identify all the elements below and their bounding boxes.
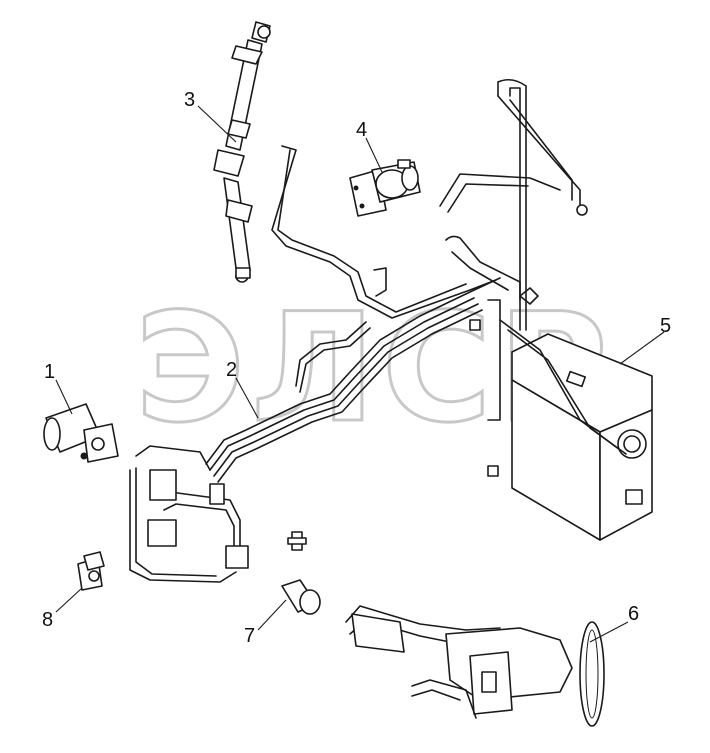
leader-5	[619, 331, 665, 365]
callout-7: 7	[244, 625, 255, 647]
callout-1: 1	[44, 361, 55, 383]
callout-8: 8	[42, 609, 53, 631]
part-2-pipeline-bundle	[129, 145, 501, 583]
callout-5: 5	[660, 315, 671, 337]
callout-leaders	[55, 105, 665, 643]
leader-7	[257, 599, 287, 631]
part-4-hydraulic-pump	[349, 159, 421, 217]
leader-4	[365, 137, 383, 173]
part-5-oil-tank	[439, 78, 653, 541]
part-3-hydraulic-cylinder	[213, 21, 271, 283]
callout-labels: 1 2 3 4 5 6 7 8	[42, 89, 671, 647]
leader-1	[55, 379, 73, 415]
callout-3: 3	[184, 89, 195, 111]
leader-6	[589, 621, 629, 643]
callout-6: 6	[628, 603, 639, 625]
part-1-motor	[43, 403, 119, 463]
callout-4: 4	[356, 119, 367, 141]
part-8-valve	[77, 551, 105, 591]
part-6-steering-column	[345, 605, 605, 727]
callout-2: 2	[226, 359, 237, 381]
leader-3	[197, 105, 237, 143]
leader-8	[55, 587, 83, 613]
leader-2	[235, 377, 259, 419]
part-7-filter	[281, 531, 321, 615]
